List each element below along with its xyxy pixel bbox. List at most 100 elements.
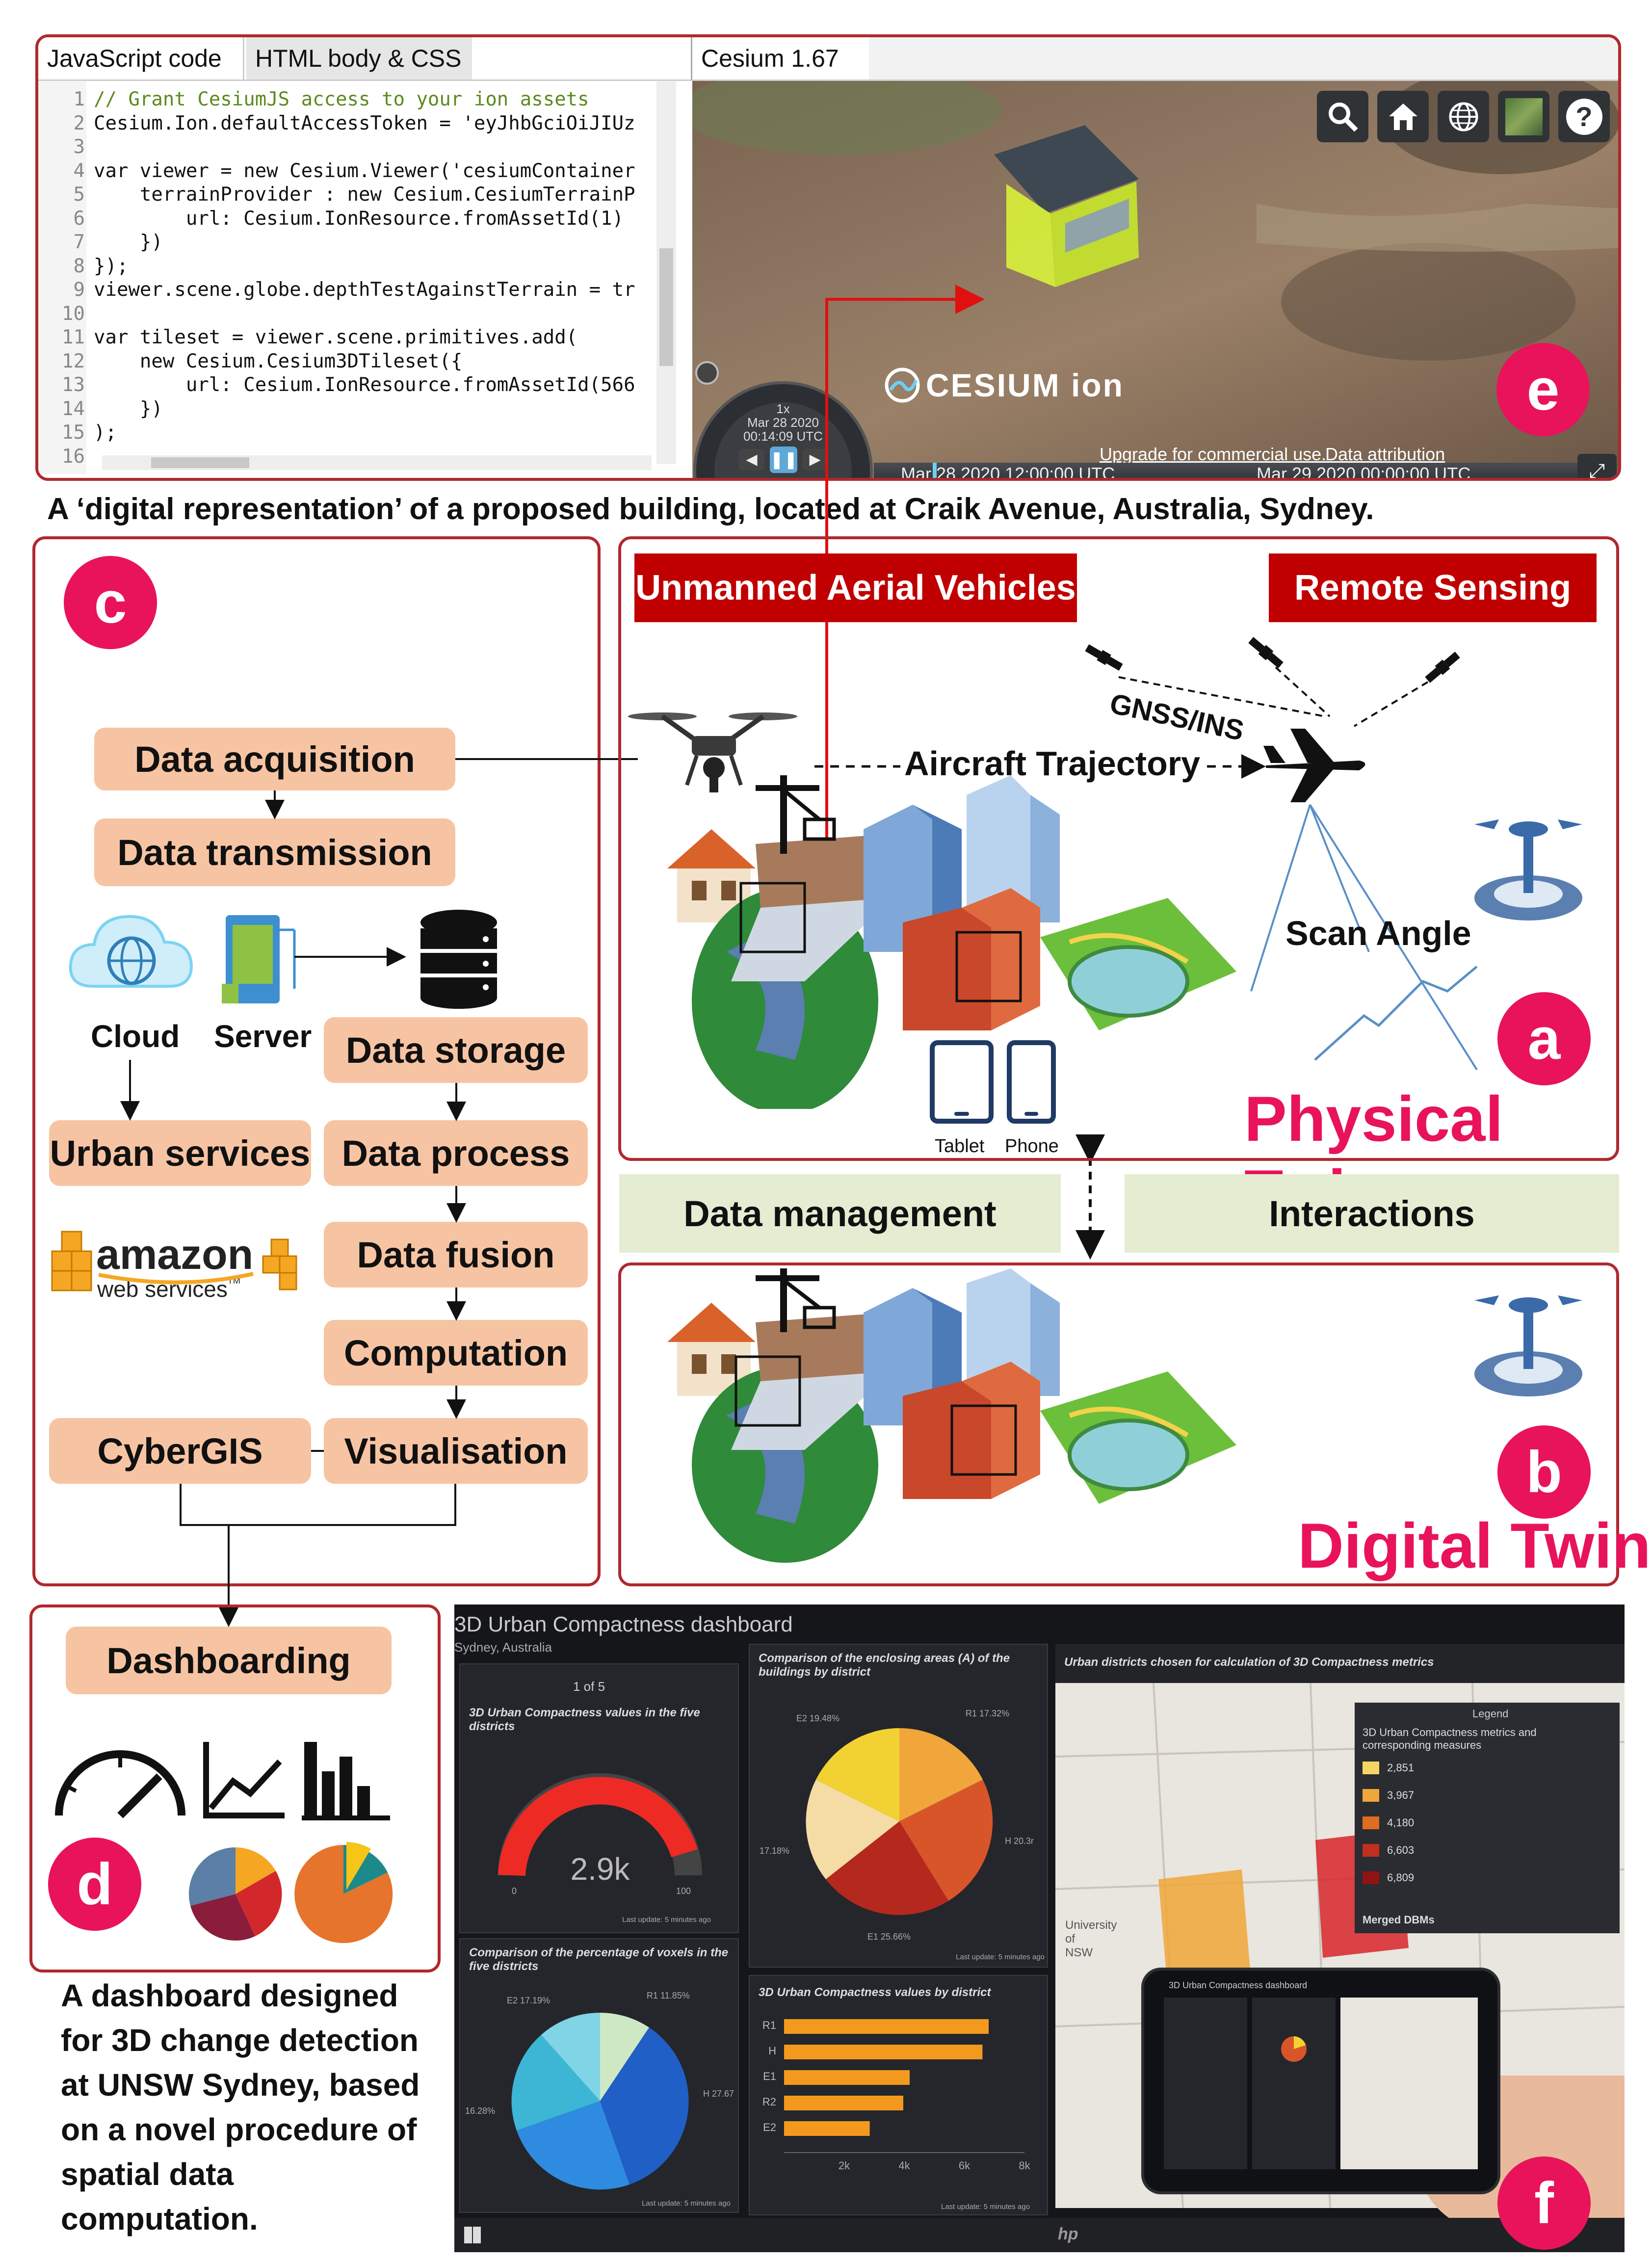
code-line-number: 1 — [73, 88, 85, 110]
cesium-logo-icon — [885, 368, 920, 403]
search-icon[interactable] — [1317, 91, 1368, 142]
gauge-title: 3D Urban Compactness values in the five … — [469, 1706, 700, 1733]
fullscreen-icon[interactable]: ⤢ — [1577, 454, 1617, 478]
map-title: Urban districts chosen for calculation o… — [1064, 1656, 1434, 1669]
code-line-number: 12 — [62, 350, 85, 372]
globe-icon[interactable] — [1438, 91, 1489, 142]
dash-header-sub: Sydney, Australia — [454, 1640, 552, 1655]
code-line[interactable]: 8}); — [38, 255, 691, 277]
pie1-title: Comparison of the enclosing areas (A) of… — [759, 1652, 1010, 1679]
legend-swatch — [1363, 1789, 1379, 1802]
code-lines[interactable]: 1 // Grant CesiumJS access to your ion as… — [38, 88, 676, 471]
step-urban-services: Urban services — [49, 1120, 311, 1186]
play-button[interactable]: ▶ — [802, 449, 828, 471]
code-line[interactable]: 13 url: Cesium.IonResource.fromAssetId(5… — [38, 374, 691, 396]
code-line[interactable]: 10 — [38, 303, 691, 325]
step-cybergis: CyberGIS — [49, 1418, 311, 1484]
code-scrollbar[interactable] — [656, 81, 676, 464]
bar-mark[interactable] — [784, 2096, 903, 2110]
server-label: Server — [214, 1019, 312, 1054]
help-icon[interactable]: ? — [1558, 91, 1610, 142]
bar-chart-icon — [302, 1742, 390, 1820]
tab-javascript[interactable]: JavaScript code — [38, 37, 244, 79]
home-icon[interactable] — [1377, 91, 1429, 142]
code-line-number: 16 — [62, 445, 85, 468]
tablet-label: Tablet — [935, 1136, 985, 1157]
pie1-label-e1: E1 25.66% — [867, 1932, 911, 1942]
animation-widget[interactable]: 1x Mar 28 2020 00:14:09 UTC ◀ ❚❚ ▶ — [692, 353, 874, 478]
pie1-chart — [806, 1728, 993, 1915]
code-line-text: Cesium.Ion.defaultAccessToken = 'eyJhbGc… — [94, 112, 635, 134]
panel-a-physical-twin — [618, 536, 1619, 1161]
bar-last-update: Last update: 5 minutes ago — [941, 2203, 1030, 2211]
control-tower-icon — [1474, 819, 1582, 921]
pie-icons — [188, 1842, 393, 1943]
pie1-last-update: Last update: 5 minutes ago — [956, 1953, 1045, 1961]
rewind-button[interactable]: ◀ — [739, 449, 764, 471]
code-line[interactable]: 7 }) — [38, 231, 691, 253]
gauge-chart — [498, 1773, 702, 1876]
timeline-needle[interactable] — [933, 463, 937, 478]
tab-cesium-viewer[interactable]: Cesium 1.67 — [692, 37, 869, 79]
code-hscroll-thumb[interactable] — [151, 457, 249, 468]
upgrade-link[interactable]: Upgrade for commercial use. — [1100, 444, 1327, 464]
code-hscrollbar[interactable] — [102, 455, 652, 470]
bar-mark[interactable] — [784, 2121, 870, 2136]
legend-row: 4,180 — [1363, 1816, 1414, 1829]
code-line-text: }) — [94, 397, 163, 420]
code-scroll-thumb[interactable] — [659, 248, 673, 366]
aircraft-icon — [1263, 729, 1365, 802]
pager[interactable]: 1 of 5 — [573, 1679, 605, 1694]
pie1-label-r1: R1 17.32% — [966, 1709, 1010, 1718]
code-line[interactable]: 1 // Grant CesiumJS access to your ion as… — [38, 88, 691, 110]
satellites-icon — [1085, 637, 1460, 727]
code-line[interactable]: 16 — [38, 446, 691, 468]
skyscrapers — [864, 775, 1060, 1030]
tab-html-css[interactable]: HTML body & CSS — [246, 37, 472, 79]
legend-swatch — [1363, 1844, 1379, 1857]
bar-mark[interactable] — [784, 2019, 989, 2034]
bar-mark[interactable] — [784, 2045, 983, 2059]
bar-card[interactable]: 3D Urban Compactness values by district … — [749, 1975, 1048, 2215]
panel-e-cesium: JavaScript code HTML body & CSS 1 // Gran… — [35, 34, 1621, 481]
step-data-transmission: Data transmission — [94, 818, 455, 886]
label-remote-sensing: Remote Sensing — [1269, 553, 1597, 622]
map-text-nsw: NSW — [1065, 1946, 1093, 1959]
step-data-process: Data process — [324, 1120, 588, 1186]
bar-tick-label: 2k — [839, 2159, 850, 2172]
gauge-card[interactable]: 1 of 5 3D Urban Compactness values in th… — [459, 1663, 739, 1933]
step-computation: Computation — [324, 1320, 588, 1386]
bar-tick-label: 8k — [1019, 2159, 1030, 2172]
cesium-viewer[interactable]: ? 1x Mar 28 2020 00:14:09 UTC ◀ ❚❚ ▶ CES… — [692, 81, 1618, 478]
code-line-number: 7 — [73, 231, 85, 253]
pie1-card[interactable]: Comparison of the enclosing areas (A) of… — [749, 1644, 1048, 1968]
windows-icon[interactable] — [464, 2227, 481, 2243]
code-line[interactable]: 6 url: Cesium.IonResource.fromAssetId(1) — [38, 208, 691, 230]
viewer-tab-strip: Cesium 1.67 — [691, 37, 1618, 81]
legend-value: 6,809 — [1387, 1871, 1415, 1884]
map-legend[interactable]: Legend 3D Urban Compactness metrics and … — [1355, 1703, 1620, 1933]
legend-row: 2,851 — [1363, 1762, 1414, 1774]
data-attribution-link[interactable]: Data attribution — [1325, 444, 1445, 464]
code-line[interactable]: 3 — [38, 136, 691, 158]
cesium-logo[interactable]: CESIUM ion — [884, 366, 1124, 405]
code-line[interactable]: 15); — [38, 421, 691, 444]
code-line[interactable]: 14 }) — [38, 398, 691, 420]
code-line-text: new Cesium.Cesium3DTileset({ — [94, 350, 463, 372]
pie2-card[interactable]: Comparison of the percentage of voxels i… — [459, 1938, 739, 2213]
legend-head: Legend — [1472, 1708, 1509, 1720]
code-line[interactable]: 5 terrainProvider : new Cesium.CesiumTer… — [38, 184, 691, 206]
code-line[interactable]: 12 new Cesium.Cesium3DTileset({ — [38, 350, 691, 372]
map-text-of: of — [1065, 1932, 1075, 1946]
server-icon — [216, 910, 299, 1008]
bar-category-label: R1 — [762, 2019, 776, 2031]
timeline[interactable]: Mar 28 2020 12:00:00 UTC Mar 29 2020 00:… — [874, 463, 1580, 478]
pause-button[interactable]: ❚❚ — [770, 447, 798, 473]
bar-mark[interactable] — [784, 2070, 910, 2085]
imagery-picker-icon[interactable] — [1498, 91, 1549, 142]
code-line-text: // Grant CesiumJS access to your ion ass… — [94, 88, 589, 110]
